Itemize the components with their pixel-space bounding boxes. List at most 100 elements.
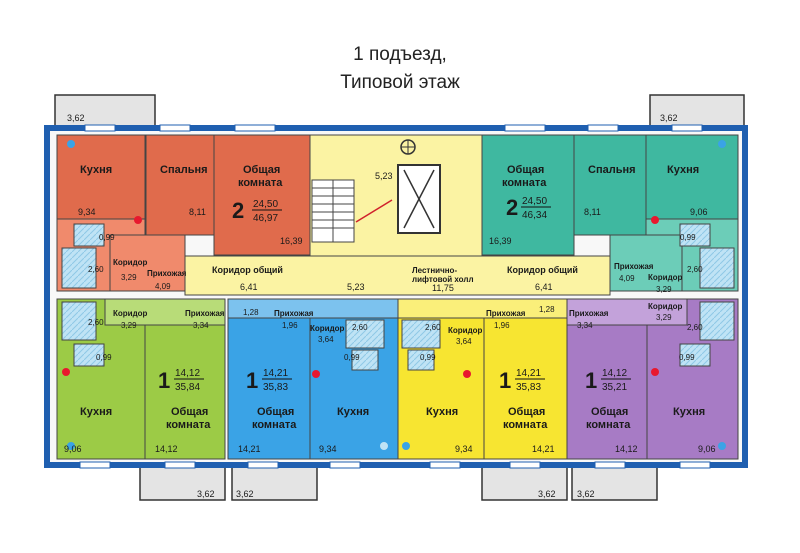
bedroom-label: Спальня bbox=[160, 164, 208, 176]
corridor-area: 3,29 bbox=[656, 313, 672, 322]
kitchen-area: 9,06 bbox=[64, 444, 82, 454]
living-area: 24,50 bbox=[522, 196, 547, 207]
socket-marker bbox=[651, 216, 659, 224]
living-area: 14,21 bbox=[263, 368, 288, 379]
hall-label: Прихожая bbox=[569, 309, 609, 318]
corridor-label: Коридор bbox=[113, 258, 148, 267]
kitchen-label: Кухня bbox=[80, 406, 112, 418]
corridor-label: Коридор bbox=[648, 302, 683, 311]
apartment-1-green bbox=[56, 298, 226, 460]
living-label-2: комната bbox=[252, 419, 297, 431]
living-label-1: Общая bbox=[508, 406, 545, 418]
apartment-2-right bbox=[481, 134, 739, 292]
total-area: 35,21 bbox=[602, 382, 627, 393]
stair-area: 5,23 bbox=[375, 171, 393, 181]
kitchen-area: 9,06 bbox=[698, 444, 716, 454]
living-area: 14,12 bbox=[175, 368, 200, 379]
living-label-1: Общая bbox=[507, 164, 544, 176]
corridor-label: Коридор bbox=[648, 273, 683, 282]
corridor-right-label: Коридор общий bbox=[507, 265, 578, 275]
windows bbox=[79, 124, 711, 469]
socket-marker bbox=[651, 368, 659, 376]
bedroom-label: Спальня bbox=[588, 164, 636, 176]
living-room-area: 14,12 bbox=[155, 444, 178, 454]
corridor-right-area: 6,41 bbox=[535, 282, 553, 292]
living-room-area: 14,21 bbox=[238, 444, 261, 454]
kitchen-label: Кухня bbox=[667, 164, 699, 176]
balcony-label: 3,62 bbox=[67, 113, 85, 123]
hall-area: 4,09 bbox=[155, 282, 171, 291]
living-room-area: 16,39 bbox=[280, 236, 303, 246]
bath-area: 2,60 bbox=[88, 265, 104, 274]
corridor-area: 3,29 bbox=[121, 273, 137, 282]
rooms-count: 1 bbox=[158, 368, 170, 393]
hall-area: 11,75 bbox=[432, 283, 454, 293]
apartment-1-yellow bbox=[397, 298, 568, 460]
balcony-label: 3,62 bbox=[660, 113, 678, 123]
corridor-left-area: 6,41 bbox=[240, 282, 258, 292]
kitchen-label: Кухня bbox=[426, 406, 458, 418]
total-area: 35,83 bbox=[516, 382, 541, 393]
corridor-area: 3,29 bbox=[121, 321, 137, 330]
corridor-left-label: Коридор общий bbox=[212, 265, 283, 275]
hall-label: Прихожая bbox=[274, 309, 314, 318]
living-area: 24,50 bbox=[253, 199, 278, 210]
rooms-count: 2 bbox=[506, 195, 518, 220]
wc-area: 0,99 bbox=[420, 353, 436, 362]
living-room-area: 14,21 bbox=[532, 444, 555, 454]
balcony-bottom-1 bbox=[139, 464, 226, 501]
living-room-area: 16,39 bbox=[489, 236, 512, 246]
living-label-2: комната bbox=[503, 419, 548, 431]
hall-area: 1,96 bbox=[494, 321, 510, 330]
hall-label-2: лифтовой холл bbox=[412, 275, 474, 284]
bath-area: 2,60 bbox=[352, 323, 368, 332]
corridor-area: 3,64 bbox=[318, 335, 334, 344]
socket-marker bbox=[463, 370, 471, 378]
hall-area: 3,34 bbox=[577, 321, 593, 330]
socket-marker bbox=[312, 370, 320, 378]
balcony-label: 3,62 bbox=[197, 489, 215, 499]
bedroom-area: 8,11 bbox=[189, 207, 206, 217]
corridor-area: 3,64 bbox=[456, 337, 472, 346]
apartment-1-blue bbox=[227, 298, 399, 460]
total-area: 35,83 bbox=[263, 382, 288, 393]
hall-area: 4,09 bbox=[619, 274, 635, 283]
bath-area: 2,60 bbox=[425, 323, 441, 332]
hall-area: 3,34 bbox=[193, 321, 209, 330]
hall-area: 1,96 bbox=[282, 321, 298, 330]
bedroom-area: 8,11 bbox=[584, 207, 601, 217]
title-line-1: 1 подъезд, bbox=[353, 44, 447, 65]
living-label-1: Общая bbox=[243, 164, 280, 176]
hall-label: Прихожая bbox=[614, 262, 654, 271]
rooms-count: 1 bbox=[585, 368, 597, 393]
wc-area: 0,99 bbox=[680, 233, 696, 242]
rooms-count: 1 bbox=[499, 368, 511, 393]
living-label-1: Общая bbox=[257, 406, 294, 418]
balcony-top-left bbox=[54, 94, 156, 129]
core-area bbox=[184, 134, 611, 296]
apartment-1-purple bbox=[566, 298, 739, 460]
kitchen-label: Кухня bbox=[80, 164, 112, 176]
kitchen-area: 9,34 bbox=[78, 207, 96, 217]
total-area: 35,84 bbox=[175, 382, 200, 393]
balcony-label: 3,62 bbox=[236, 489, 254, 499]
hall-label: Прихожая bbox=[147, 269, 187, 278]
balcony-label: 3,62 bbox=[577, 489, 595, 499]
corridor-label: Коридор bbox=[113, 309, 148, 318]
kitchen-area: 9,06 bbox=[690, 207, 708, 217]
balcony-top-right bbox=[649, 94, 745, 129]
apartment-2-left bbox=[56, 134, 311, 292]
living-room-area: 14,12 bbox=[615, 444, 638, 454]
rooms-count: 2 bbox=[232, 198, 244, 223]
total-area: 46,97 bbox=[253, 213, 278, 224]
corridor-label: Коридор bbox=[310, 324, 345, 333]
hall-label: Прихожая bbox=[185, 309, 225, 318]
balconies bbox=[54, 94, 745, 501]
kitchen-label: Кухня bbox=[673, 406, 705, 418]
living-label-2: комната bbox=[502, 177, 547, 189]
socket-marker bbox=[62, 368, 70, 376]
kitchen-area: 9,34 bbox=[319, 444, 337, 454]
wc-area: 0,99 bbox=[679, 353, 695, 362]
living-label-1: Общая bbox=[591, 406, 628, 418]
